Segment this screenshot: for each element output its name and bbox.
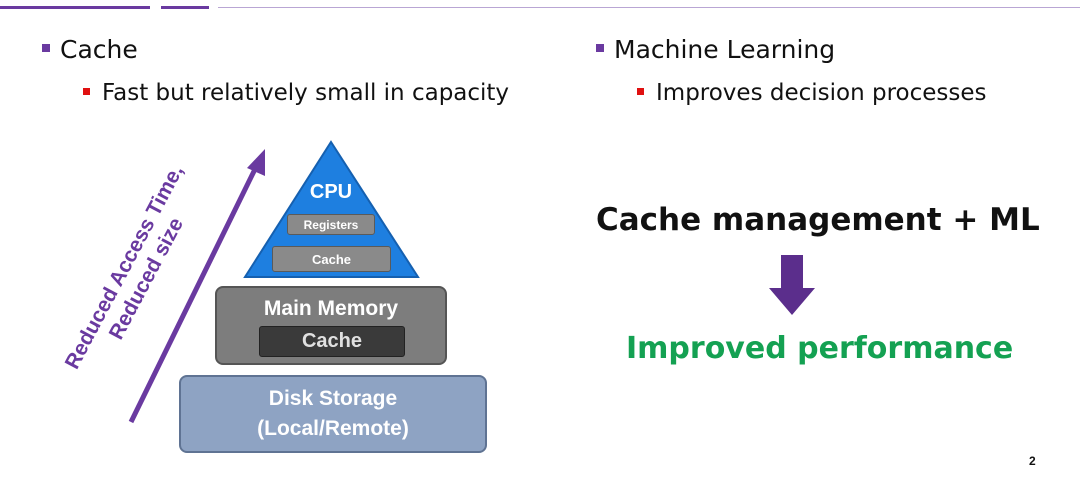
result-text: Improved performance	[626, 331, 1014, 366]
sub-bullet-ml: Improves decision processes	[637, 80, 987, 106]
main-memory-cache-box: Cache	[259, 326, 405, 357]
bullet-cache: Cache	[42, 35, 138, 64]
page-number: 2	[1029, 454, 1036, 468]
equation-heading: Cache management + ML	[596, 202, 1040, 238]
bullet-ml: Machine Learning	[596, 35, 835, 64]
bullet-square-icon	[596, 43, 604, 52]
cpu-cache-box: Cache	[272, 246, 391, 272]
disk-label-line2: (Local/Remote)	[257, 417, 409, 440]
disk-storage-box: Disk Storage (Local/Remote)	[179, 375, 487, 453]
bullet-ml-text: Machine Learning	[614, 35, 836, 64]
sub-bullet-square-icon	[83, 87, 90, 95]
cpu-triangle	[243, 140, 420, 278]
disk-label-line1: Disk Storage	[268, 387, 398, 410]
down-arrow-icon	[769, 255, 815, 315]
registers-box: Registers	[287, 214, 375, 235]
header-accent-bar	[0, 6, 150, 9]
sub-bullet-cache-text: Fast but relatively small in capacity	[102, 80, 510, 106]
bullet-cache-text: Cache	[60, 35, 138, 64]
sub-bullet-square-icon	[637, 87, 644, 95]
bullet-square-icon	[42, 43, 50, 52]
cpu-label: CPU	[309, 181, 353, 203]
sub-bullet-cache: Fast but relatively small in capacity	[83, 80, 509, 106]
header-accent-bar-short	[161, 6, 209, 9]
sub-bullet-ml-text: Improves decision processes	[656, 80, 987, 106]
header-rule	[218, 7, 1080, 8]
main-memory-label: Main Memory	[263, 297, 399, 320]
